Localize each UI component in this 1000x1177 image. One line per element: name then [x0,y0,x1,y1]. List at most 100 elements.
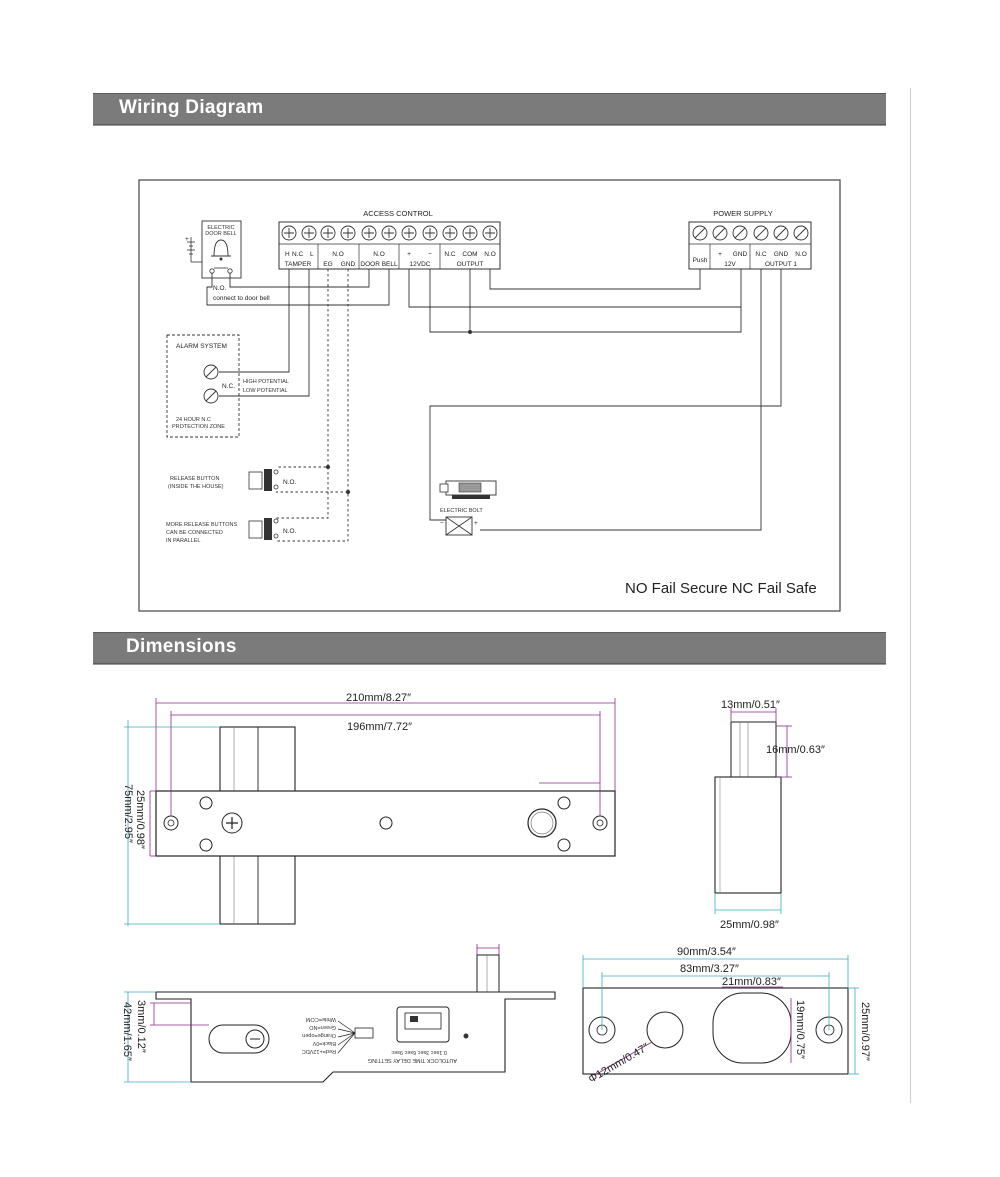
ps-label-output1: OUTPUT 1 [765,261,797,268]
door-bell-label-1: ELECTRIC [207,225,234,231]
connect-door-bell-label: connect to door bell [213,295,270,302]
dimensions-underline [93,664,886,665]
release-button-label-2: (INSIDE THE HOUSE) [168,484,224,490]
dimensions-header: Dimensions [93,632,886,664]
release-button-1: RELEASE BUTTON (INSIDE THE HOUSE) N.O. [168,469,297,491]
dim-plate-length-holes: 83mm/3.27″ [680,963,739,975]
ps-label-out-nc: N.C [755,251,767,258]
bottom-view-magenta-dims [150,944,500,1026]
ps-label-gnd: GND [733,251,748,258]
dim-plate-height: 25mm/0.97″ [859,1002,871,1061]
ps-label-plus: + [718,251,722,258]
door-bell-label-2: DOOR BELL [205,231,236,237]
alarm-nc-label: N.C. [222,383,235,390]
wiring-lines [206,269,782,531]
low-potential-label: LOW POTENTIAL [243,388,288,394]
strike-plate [582,987,849,1075]
ps-label-12v: 12V [724,261,736,268]
side-view-cyan-dims [714,893,782,914]
release-button-label-1: RELEASE BUTTON [170,476,219,482]
alarm-zone-label-1: 24 HOUR N.C [176,417,211,423]
alarm-system-label: ALARM SYSTEM [176,343,227,350]
access-control-label: ACCESS CONTROL [363,209,433,218]
side-view-magenta-dims [730,708,792,778]
strike-plate-magenta-dims [594,986,792,1076]
page-divider-line [910,88,911,1103]
power-supply-block: POWER SUPPLY + GND N.C GND N.O Push 12V … [688,209,812,270]
dim-plate-bolt-hole-height: 19mm/0.75″ [794,1000,806,1059]
electric-bolt-device: ELECTRIC BOLT − + [439,480,497,536]
bottom-view-lock: White=COM Green=NO Orange=open Black=0V … [155,954,556,1083]
wire-label-white: White=COM [305,1016,336,1022]
ac-label-h: H [285,251,290,258]
dim-top-length-holes: 196mm/7.72″ [347,721,412,733]
wiring-diagram-header: Wiring Diagram [93,93,886,125]
bolt-minus: − [440,520,444,527]
release-no-label-2: N.O. [283,528,297,535]
bottom-view-cyan-dims [124,991,191,1083]
alarm-system-box: ALARM SYSTEM N.C. 24 HOUR N.C PROTECTION… [166,334,240,438]
ac-label-nc: N.C [292,251,304,258]
more-buttons-label-3: IN PARALLEL [166,538,200,544]
ac-label-out-no: N.O [484,251,496,258]
ac-label-tamper: TAMPER [285,261,312,268]
ac-label-bell-no: N.O [373,251,385,258]
power-supply-label: POWER SUPPLY [713,209,772,218]
dim-side-bolt-protrusion: 16mm/0.63″ [766,744,825,756]
wire-label-orange: Orange=open [302,1032,336,1038]
door-bell-plus: + [185,236,189,243]
ps-label-push: Push [693,257,708,264]
header-underline [93,125,886,126]
more-buttons-label-1: MORE RELEASE BUTTONS [166,522,237,528]
dim-bottom-bolt-offset: 3mm/0.12″ [135,1000,147,1053]
ac-label-output: OUTPUT [457,261,484,268]
ac-label-12vdc: 12VDC [410,261,431,268]
alarm-zone-label-2: PROTECTION ZONE [172,424,225,430]
top-view-magenta-dims [149,698,616,857]
side-view-lock [714,721,782,894]
ac-label-gnd: GND [341,261,356,268]
wiring-frame [138,179,841,612]
dim-bottom-height: 42mm/1.65″ [121,1002,133,1061]
release-button-wiring [276,269,349,542]
release-no-label-1: N.O. [283,479,297,486]
door-bell-device: ELECTRIC DOOR BELL + N.O. connect to doo… [185,220,270,302]
release-button-2: MORE RELEASE BUTTONS CAN BE CONNECTED IN… [166,518,297,544]
ac-label-plus: + [407,251,411,258]
dim-top-length-overall: 210mm/8.27″ [346,692,411,704]
top-view-cyan-dims [124,720,220,926]
electric-bolt-label: ELECTRIC BOLT [440,508,483,514]
ac-label-out-com: COM [462,251,477,258]
ac-label-minus: − [428,251,432,258]
door-bell-no: N.O. [213,285,227,292]
ac-label-door-bell: DOOR BELL [360,261,398,268]
wire-label-black: Black=0V [312,1040,336,1046]
ps-label-out-no: N.O [795,251,807,258]
strike-plate-cyan-dims [582,955,859,1075]
fail-mode-note: NO Fail Secure NC Fail Safe [625,580,817,597]
access-control-block: ACCESS CONTROL H N.C L N.O N.O + − N.C C… [278,209,501,270]
top-view-lock [155,726,616,925]
delay-options-label: 0.1sec 3sec 6sec 9sec [391,1049,447,1055]
more-buttons-label-2: CAN BE CONNECTED [166,530,223,536]
ac-label-eg-no: N.O [332,251,344,258]
wire-label-red: Red=+12VDC [302,1048,336,1054]
dim-top-height-overall: 75mm/2.95″ [122,784,134,843]
dimensions-title: Dimensions [126,636,237,657]
dim-top-height-plate: 25mm/0.98″ [134,790,146,849]
high-potential-label: HIGH POTENTIAL [243,379,289,385]
push-button-icon [248,471,263,490]
ac-label-eg: EG [323,261,332,268]
wiring-diagram-title: Wiring Diagram [119,97,264,118]
bolt-plus: + [474,520,478,527]
ac-label-l: L [310,251,314,258]
dim-plate-length-overall: 90mm/3.54″ [677,946,736,958]
ps-label-out-gnd: GND [774,251,789,258]
delay-setting-label: AUTOLOCK TIME DELAY SETTING [368,1057,457,1063]
dim-plate-bolt-hole: 21mm/0.83″ [722,976,781,988]
bell-icon [213,239,229,257]
push-button-icon-2 [248,520,263,539]
ac-label-out-nc: N.C [444,251,456,258]
